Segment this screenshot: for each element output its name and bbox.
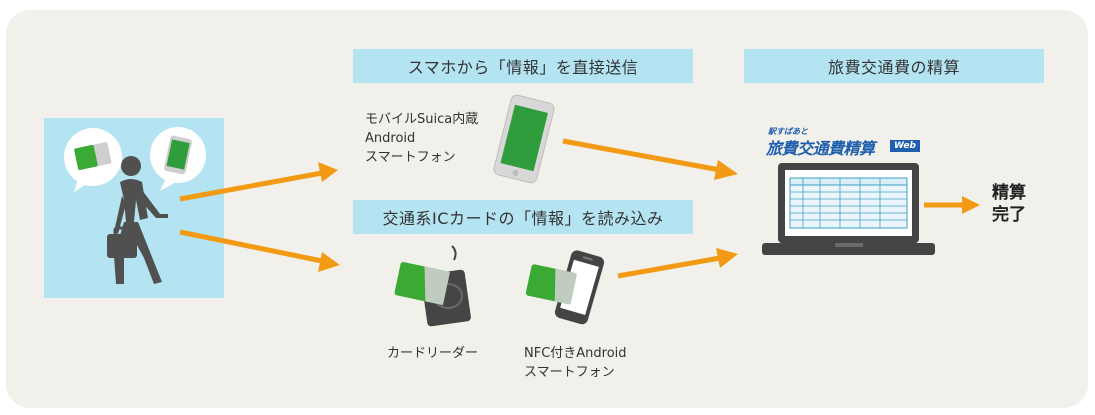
caption-nfc-android: NFC付きAndroid スマートフォン	[524, 346, 627, 380]
label-smartphone-send: スマホから「情報」を直接送信	[353, 49, 693, 83]
arrow-person-to-smartphone	[179, 162, 338, 202]
ekispert-logo: 駅すぱあと 旅費交通費精算 Web	[766, 126, 926, 158]
nfc-smartphone-icon	[525, 250, 605, 325]
card-reader-icon	[394, 245, 471, 327]
caption-mobile-suica: モバイルSuica内蔵 Android スマートフォン	[365, 112, 479, 165]
caption-card-reader: カードリーダー	[387, 346, 479, 361]
logo-main-text: 旅費交通費精算	[766, 139, 875, 158]
arrow-person-to-card-reader	[179, 229, 340, 272]
laptop-icon	[762, 163, 935, 255]
arrow-nfc-to-laptop	[617, 248, 738, 279]
walking-person-icon	[107, 156, 168, 284]
arrow-laptop-to-done	[924, 196, 980, 214]
logo-web-badge: Web	[890, 140, 920, 152]
smartphone-bubble-icon	[150, 127, 206, 191]
logo-small-text: 駅すぱあと	[768, 127, 808, 136]
settlement-complete-text: 精算 完了	[992, 183, 1026, 225]
label-ic-card-read: 交通系ICカードの「情報」を読み込み	[353, 200, 693, 234]
arrow-smartphone-to-laptop	[562, 138, 738, 180]
spreadsheet-icon	[789, 177, 908, 229]
ic-card-bubble-icon	[64, 128, 122, 192]
mobile-suica-smartphone-icon	[493, 94, 555, 184]
label-settlement: 旅費交通費の精算	[744, 49, 1044, 83]
